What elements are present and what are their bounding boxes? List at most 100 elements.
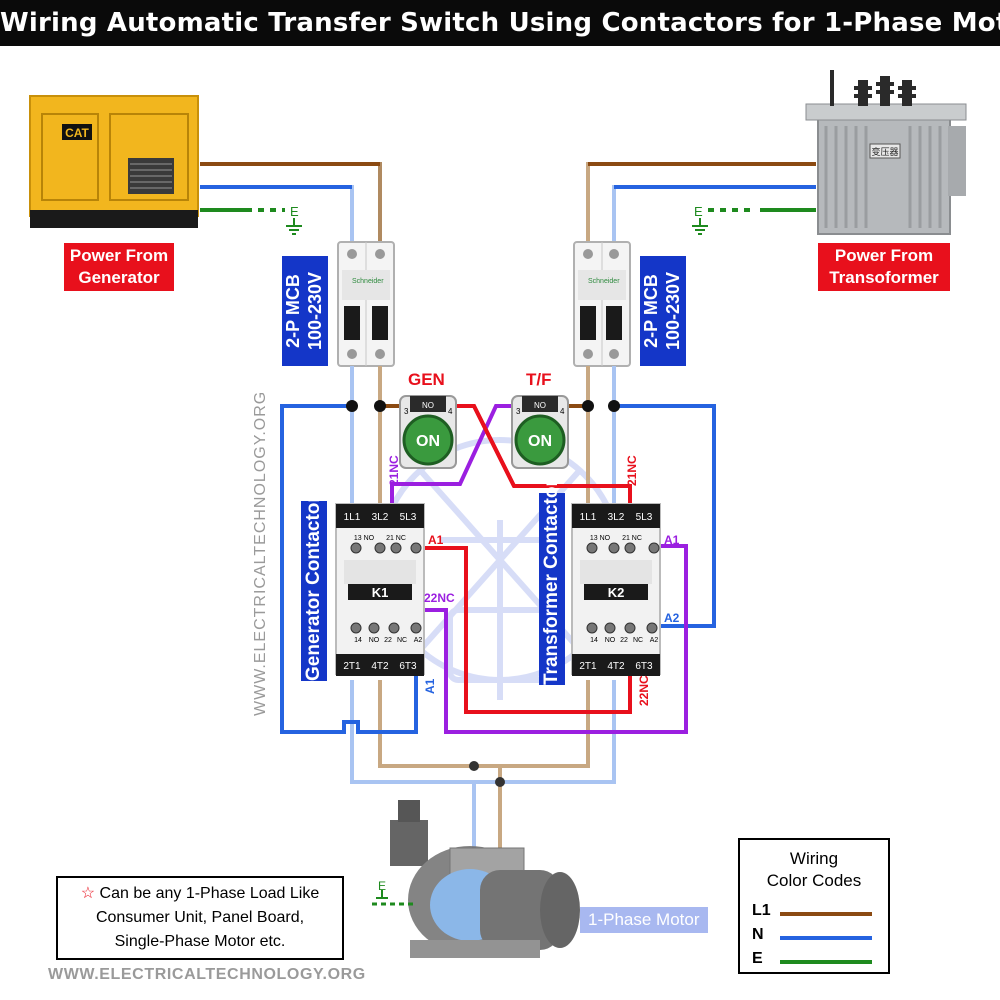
k2-aux-nc: NC (633, 637, 643, 644)
pb-no: NO (534, 401, 546, 410)
generator-contactor-label: Generator Contactor (301, 495, 327, 681)
k1-22nc-label: 22NC (424, 591, 455, 605)
k2-aux-a2: A2 (650, 637, 659, 644)
k2-term-5l3: 5L3 (636, 512, 653, 523)
earth-symbol-left (286, 218, 302, 235)
k2-aux-22: 22 (620, 637, 628, 644)
tf-button-label: T/F (526, 370, 552, 389)
k2-22nc-label: 22NC (637, 675, 651, 706)
transformer-plate: 变压器 (871, 146, 898, 158)
legend-swatch-n (780, 936, 872, 940)
transformer-image: 变压器 (805, 70, 967, 235)
k1-term-3l2: 3L2 (372, 512, 389, 523)
k1-aux-21nc: 21 NC (386, 535, 406, 542)
pb-on: ON (416, 433, 440, 450)
mcb-label-line2: 100-230V (663, 271, 683, 351)
transformer-source-label: Power From Transoformer (818, 243, 950, 291)
mcb-brand: Schneider (588, 278, 620, 285)
wiring-color-legend: Wiring Color Codes L1 N E (738, 838, 890, 974)
legend-row-e: E (752, 950, 763, 967)
k2-id: K2 (608, 585, 625, 600)
gen-button-label: GEN (408, 370, 445, 389)
k1-aux-a2: A2 (414, 637, 423, 644)
mcb-label-left: 2-P MCB 100-230V (282, 256, 328, 366)
k2-term-6t3: 6T3 (635, 661, 653, 672)
junction-dots (346, 400, 620, 787)
pb-on: ON (528, 433, 552, 450)
transformer-contactor-label: Transformer Contactor (539, 479, 565, 685)
k1-term-4t2: 4T2 (371, 661, 389, 672)
earth-label-left: E (290, 204, 299, 219)
legend-title: Wiring Color Codes (740, 848, 888, 892)
vertical-watermark: WWW.ELECTRICALTECHNOLOGY.ORG (252, 390, 269, 716)
k1-a1-label: A1 (428, 533, 444, 547)
k2-aux-13no: 13 NO (590, 535, 611, 542)
motor-earth-label: E (378, 879, 386, 893)
power-wires (280, 366, 716, 848)
contactor-k2: 1L1 3L2 5L3 13 NO 21 NC K2 14 NO 22 NC A… (571, 503, 661, 676)
k1-term-2t1: 2T1 (343, 661, 361, 672)
k1-aux-nc: NC (397, 637, 407, 644)
motor-earth-symbol (372, 890, 416, 906)
pb-no: NO (422, 401, 434, 410)
k2-aux-no: NO (605, 637, 616, 644)
gen-push-button: NO 3 4 ON (399, 395, 457, 469)
k1-id: K1 (372, 585, 389, 600)
k1-a1-bottom-label: A1 (423, 678, 437, 694)
k2-term-4t2: 4T2 (607, 661, 625, 672)
k2-aux-21nc: 21 NC (622, 535, 642, 542)
k2-term-1l1: 1L1 (580, 512, 597, 523)
mcb-label-line1: 2-P MCB (641, 274, 661, 348)
load-note-text1: Can be any 1-Phase Load Like (99, 885, 320, 902)
load-note-line2: Consumer Unit, Panel Board, (95, 909, 305, 926)
mcb-label-right: 2-P MCB 100-230V (640, 256, 686, 366)
k1-21nc-label: 21NC (387, 455, 401, 486)
transformer-label-text: Power From Transoformer (829, 246, 939, 287)
k1-term-5l3: 5L3 (400, 512, 417, 523)
motor-image (390, 800, 580, 958)
k2-term-3l2: 3L2 (608, 512, 625, 523)
k2-a1-label: A1 (664, 533, 680, 547)
star-icon: ☆ (80, 885, 96, 902)
k1-aux-22: 22 (384, 637, 392, 644)
wiring-diagram: CAT 变压器 (29, 70, 967, 958)
legend-title-line2: Color Codes (766, 871, 862, 890)
legend-row-n: N (752, 926, 764, 943)
mcb-label-line2: 100-230V (305, 271, 325, 351)
legend-swatch-l1 (780, 912, 872, 916)
k1-aux-14: 14 (354, 637, 362, 644)
pb-term4: 4 (560, 407, 565, 416)
footer-url: WWW.ELECTRICALTECHNOLOGY.ORG (48, 966, 366, 983)
legend-title-line1: Wiring (789, 849, 839, 868)
k1-aux-no: NO (369, 637, 380, 644)
tf-push-button: NO 3 4 ON (511, 395, 569, 469)
generator-image: CAT (29, 95, 199, 228)
motor-label: 1-Phase Motor (580, 907, 708, 933)
k1-term-1l1: 1L1 (344, 512, 361, 523)
load-note-line1: ☆ Can be any 1-Phase Load Like (64, 882, 336, 906)
pb-term3: 3 (516, 407, 521, 416)
k2-21nc-label: 21NC (625, 455, 639, 486)
mcb-brand: Schneider (352, 278, 384, 285)
k2-a2-label: A2 (664, 611, 680, 625)
generator-logo: CAT (65, 126, 89, 140)
pb-term4: 4 (448, 407, 453, 416)
k1-aux-13no: 13 NO (354, 535, 375, 542)
load-note-box: ☆ Can be any 1-Phase Load Like Consumer … (56, 876, 344, 960)
mcb-label-line1: 2-P MCB (283, 274, 303, 348)
load-note-line3: Single-Phase Motor etc. (114, 933, 286, 950)
generator-label-text: Power From Generator (69, 246, 169, 287)
k2-term-2t1: 2T1 (579, 661, 597, 672)
legend-row-l1: L1 (752, 902, 771, 919)
source-wires (200, 162, 816, 242)
mcb-generator: Schneider (337, 241, 395, 367)
page-title: Wiring Automatic Transfer Switch Using C… (0, 0, 1000, 46)
earth-label-right: E (694, 204, 703, 219)
k1-term-6t3: 6T3 (399, 661, 417, 672)
mcb-transformer: Schneider (573, 241, 631, 367)
contactor-k1: 1L1 3L2 5L3 13 NO 21 NC K1 14 NO 22 NC A… (335, 503, 425, 676)
pb-term3: 3 (404, 407, 409, 416)
earth-symbol-right (692, 218, 708, 235)
legend-swatch-e (780, 960, 872, 964)
generator-source-label: Power From Generator (64, 243, 174, 291)
